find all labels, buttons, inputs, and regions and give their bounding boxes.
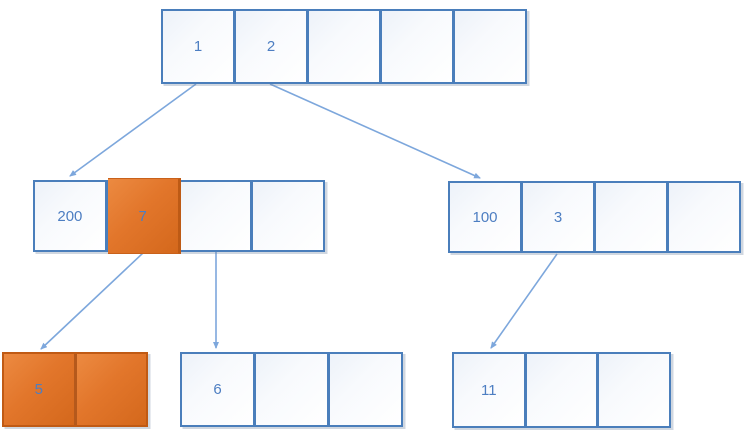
tree-node-leaf-right: 11 [452, 352, 671, 428]
edge-arrow-mid-left-to-leaf-left [40, 252, 144, 350]
tree-node-leaf-left-cell-1 [76, 354, 146, 425]
tree-node-root-cell-3 [382, 11, 455, 82]
tree-node-root-cell-1: 2 [236, 11, 309, 82]
tree-node-leaf-right-cell-0: 11 [454, 354, 527, 426]
tree-node-leaf-middle-cell-1 [256, 354, 330, 425]
tree-node-mid-right-cell-3 [669, 183, 739, 251]
tree-node-leaf-middle-cell-2 [330, 354, 401, 425]
tree-node-mid-right-cell-1: 3 [523, 183, 596, 251]
tree-node-mid-left-cell-3 [253, 182, 323, 250]
tree-node-leaf-left-cell-0: 5 [4, 354, 77, 425]
tree-node-mid-left-cell-0: 200 [35, 182, 108, 250]
edge-arrow-root-to-mid-left [69, 83, 197, 177]
tree-node-root-cell-2 [309, 11, 382, 82]
tree-node-mid-left-cell-2 [180, 182, 254, 250]
tree-node-mid-right-cell-0: 100 [450, 183, 523, 251]
tree-node-root-cell-4 [455, 11, 525, 82]
edge-arrow-mid-right-to-leaf-right [490, 253, 558, 349]
tree-node-mid-left-cell-1: 7 [107, 178, 181, 254]
tree-node-leaf-left: 5 [2, 352, 148, 427]
tree-node-leaf-right-cell-2 [599, 354, 670, 426]
tree-node-leaf-right-cell-1 [526, 354, 600, 426]
tree-node-root-cell-0: 1 [163, 11, 236, 82]
tree-node-mid-right-cell-2 [596, 183, 669, 251]
tree-node-leaf-middle-cell-0: 6 [182, 354, 256, 425]
tree-node-leaf-middle: 6 [180, 352, 403, 427]
edge-arrow-root-to-mid-right [269, 83, 481, 179]
